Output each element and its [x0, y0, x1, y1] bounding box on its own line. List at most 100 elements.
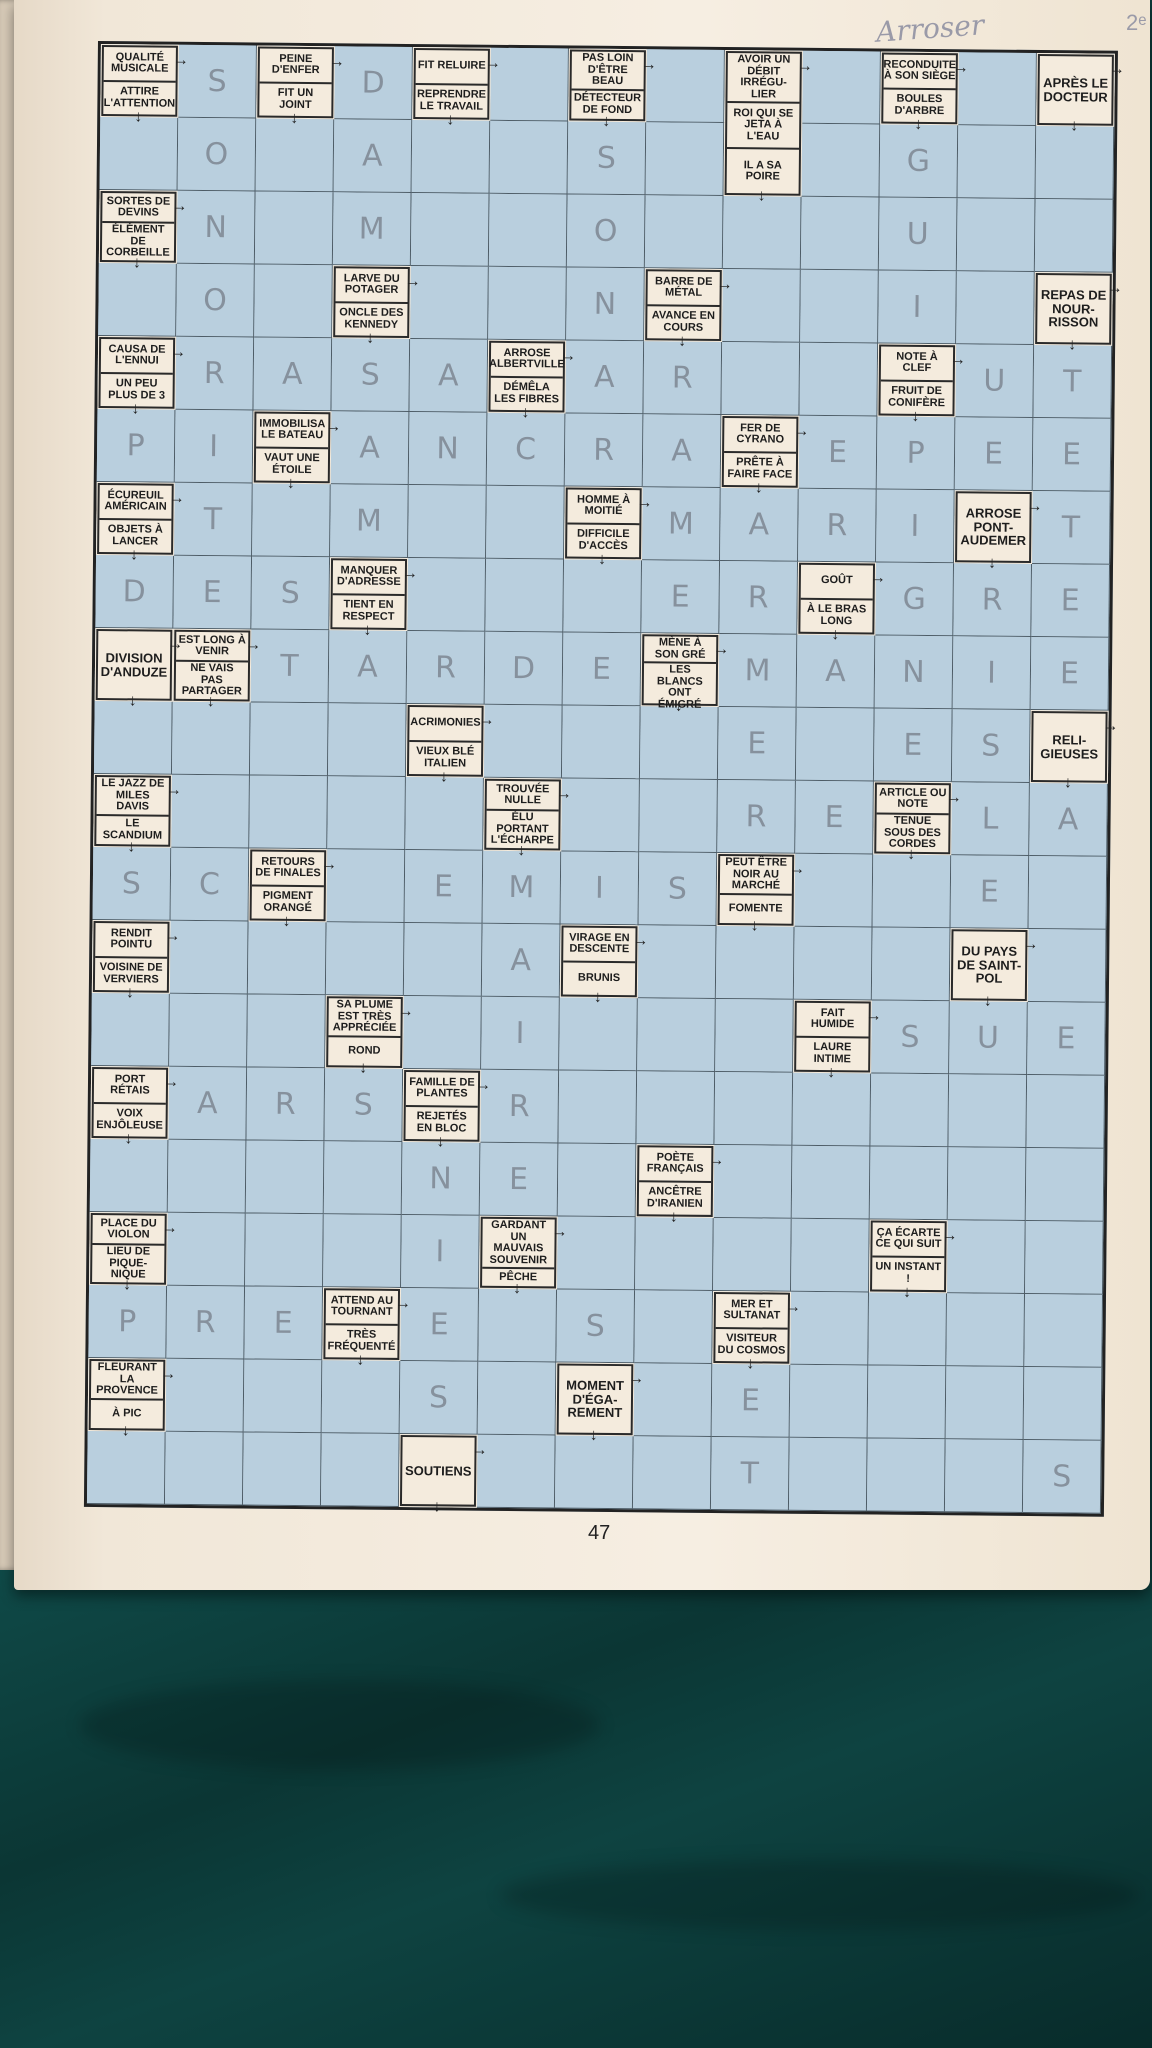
grid-cell[interactable] — [633, 1363, 713, 1437]
grid-cell[interactable] — [164, 1431, 244, 1506]
grid-cell[interactable]: R — [166, 1285, 246, 1360]
grid-cell[interactable]: A — [1029, 782, 1108, 857]
grid-cell[interactable] — [486, 485, 565, 560]
grid-cell[interactable] — [327, 703, 407, 777]
grid-cell[interactable] — [403, 922, 483, 997]
grid-cell[interactable]: O — [566, 194, 646, 269]
grid-cell[interactable]: A — [328, 630, 408, 704]
grid-cell[interactable] — [242, 1432, 322, 1507]
grid-cell[interactable]: R — [406, 630, 486, 705]
grid-cell[interactable] — [958, 52, 1037, 127]
grid-cell[interactable] — [557, 1216, 636, 1291]
grid-cell[interactable]: N — [874, 635, 954, 710]
grid-cell[interactable] — [715, 998, 794, 1073]
grid-cell[interactable]: O — [177, 117, 257, 192]
grid-cell[interactable] — [245, 1213, 324, 1288]
grid-cell[interactable] — [1026, 1074, 1106, 1149]
grid-cell[interactable]: E — [173, 555, 253, 630]
grid-cell[interactable]: O — [176, 263, 255, 338]
grid-cell[interactable] — [559, 997, 638, 1072]
grid-cell[interactable] — [254, 191, 334, 266]
grid-cell[interactable] — [639, 706, 719, 780]
grid-cell[interactable] — [866, 1438, 946, 1513]
grid-cell[interactable]: G — [875, 562, 955, 637]
grid-cell[interactable]: L — [951, 782, 1030, 856]
grid-cell[interactable]: S — [178, 44, 257, 119]
grid-cell[interactable]: I — [174, 409, 254, 484]
grid-cell[interactable] — [247, 921, 327, 996]
grid-cell[interactable] — [646, 49, 725, 124]
grid-cell[interactable] — [557, 1143, 637, 1218]
grid-cell[interactable] — [1035, 126, 1115, 200]
grid-cell[interactable] — [169, 993, 248, 1068]
grid-cell[interactable] — [944, 1439, 1024, 1513]
grid-cell[interactable] — [635, 1217, 714, 1291]
grid-cell[interactable]: R — [175, 336, 255, 411]
grid-cell[interactable] — [799, 342, 879, 417]
grid-cell[interactable] — [410, 193, 490, 267]
grid-cell[interactable] — [326, 849, 406, 923]
grid-cell[interactable] — [561, 778, 640, 853]
grid-cell[interactable] — [868, 1292, 948, 1367]
grid-cell[interactable] — [800, 196, 880, 271]
grid-cell[interactable]: A — [481, 923, 561, 998]
grid-cell[interactable] — [802, 50, 881, 125]
grid-cell[interactable]: E — [1027, 1001, 1106, 1076]
grid-cell[interactable]: P — [96, 409, 176, 483]
grid-cell[interactable] — [489, 120, 569, 195]
grid-cell[interactable] — [408, 485, 487, 559]
grid-cell[interactable] — [788, 1437, 868, 1512]
grid-cell[interactable] — [645, 122, 725, 197]
grid-cell[interactable] — [488, 266, 567, 341]
grid-cell[interactable] — [171, 701, 251, 776]
grid-cell[interactable]: S — [556, 1289, 636, 1364]
grid-cell[interactable]: E — [1032, 417, 1112, 492]
grid-cell[interactable]: R — [246, 1067, 326, 1142]
grid-cell[interactable]: S — [951, 709, 1031, 783]
grid-cell[interactable] — [789, 1364, 869, 1439]
grid-cell[interactable] — [411, 120, 491, 194]
grid-cell[interactable]: P — [876, 416, 956, 491]
grid-cell[interactable] — [245, 1140, 325, 1215]
grid-cell[interactable]: E — [873, 708, 953, 783]
grid-cell[interactable]: E — [954, 417, 1034, 491]
grid-cell[interactable]: D — [95, 555, 175, 629]
grid-cell[interactable]: S — [331, 338, 411, 413]
grid-cell[interactable]: E — [479, 1142, 559, 1217]
grid-cell[interactable] — [488, 193, 568, 268]
grid-cell[interactable] — [793, 926, 873, 1001]
grid-cell[interactable]: A — [642, 414, 722, 488]
grid-cell[interactable] — [254, 264, 333, 339]
grid-cell[interactable]: A — [253, 337, 333, 412]
grid-cell[interactable] — [869, 1146, 949, 1221]
grid-cell[interactable] — [323, 1141, 403, 1215]
grid-cell[interactable]: A — [796, 634, 876, 709]
grid-cell[interactable]: R — [564, 413, 644, 488]
grid-cell[interactable]: A — [720, 487, 799, 562]
grid-cell[interactable]: E — [950, 855, 1030, 929]
grid-cell[interactable]: S — [92, 846, 172, 921]
grid-cell[interactable] — [98, 263, 177, 337]
grid-cell[interactable]: R — [798, 488, 877, 563]
grid-cell[interactable] — [320, 1433, 400, 1507]
grid-cell[interactable]: S — [1022, 1439, 1102, 1514]
grid-cell[interactable]: U — [955, 344, 1035, 418]
grid-cell[interactable]: U — [878, 197, 958, 272]
grid-cell[interactable] — [794, 853, 874, 928]
grid-cell[interactable] — [325, 922, 405, 996]
grid-cell[interactable]: T — [710, 1436, 790, 1511]
grid-cell[interactable] — [249, 775, 328, 850]
grid-cell[interactable] — [722, 269, 801, 343]
grid-cell[interactable] — [249, 702, 329, 777]
grid-cell[interactable] — [255, 118, 335, 193]
grid-cell[interactable] — [563, 559, 643, 634]
grid-cell[interactable] — [323, 1214, 402, 1288]
grid-cell[interactable] — [1025, 1147, 1105, 1222]
grid-cell[interactable] — [252, 483, 331, 558]
grid-cell[interactable] — [946, 1293, 1026, 1367]
grid-cell[interactable]: T — [1032, 490, 1111, 565]
grid-cell[interactable]: E — [562, 632, 642, 707]
grid-cell[interactable] — [639, 779, 718, 853]
grid-cell[interactable] — [407, 558, 487, 632]
grid-cell[interactable] — [947, 1220, 1026, 1294]
